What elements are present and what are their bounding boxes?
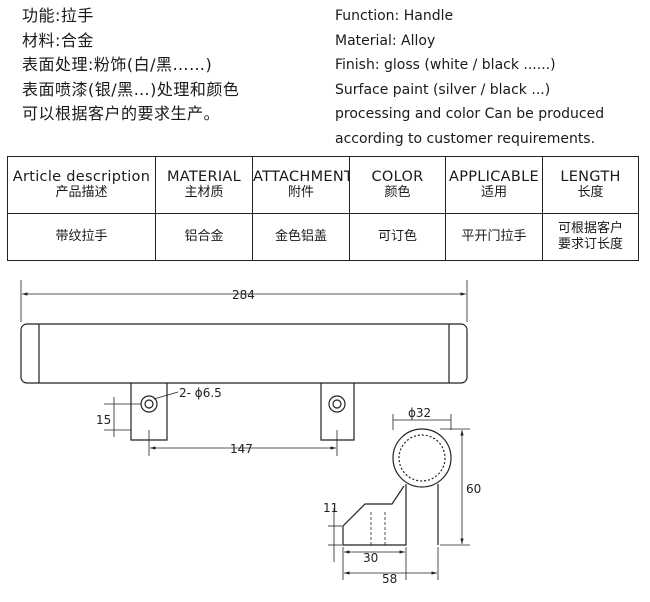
screw-hole-hidden <box>370 512 386 545</box>
custom-line-zh: 可以根据客户的要求生产。 <box>22 104 221 123</box>
spec-text-english: Function: Handle Material: Alloy Finish:… <box>335 4 645 151</box>
header-applicable: APPLICABLE 适用 <box>445 156 543 214</box>
left-hole-inner <box>144 399 154 409</box>
dim-base-thick-label: 11 <box>323 501 338 515</box>
table-row: 带纹拉手 铝合金 金色铝盖 可订色 平开门拉手 可根据客户 要求订长度 <box>7 213 639 261</box>
cell-length-line2: 要求订长度 <box>557 237 623 252</box>
paint-line-en: Surface paint (silver / black ...) <box>335 81 551 98</box>
finish-line-zh: 表面处理:粉饰(白/黑……) <box>22 55 213 74</box>
handle-cross-section-outer <box>392 428 452 488</box>
side-view <box>342 428 452 546</box>
header-material: MATERIAL 主材质 <box>155 156 253 214</box>
handle-cross-section-inner <box>398 434 446 482</box>
processing-line-en: processing and color Can be produced <box>335 106 605 122</box>
handle-bar <box>20 323 468 384</box>
cell-article: 带纹拉手 <box>7 213 156 261</box>
dim-hole-label: 2- ϕ6.5 <box>179 386 222 400</box>
header-attachment: ATTACHMENT 附件 <box>252 156 350 214</box>
left-hole-outer <box>140 395 158 413</box>
dim-foot-label: 30 <box>363 551 378 565</box>
side-bracket <box>342 484 407 546</box>
spec-table: Article description 产品描述 MATERIAL 主材质 AT… <box>7 156 639 261</box>
function-line-en: Function: Handle <box>335 8 454 24</box>
dim-base-width-label: 58 <box>382 572 397 586</box>
right-hole-outer <box>328 395 346 413</box>
front-view <box>20 323 468 441</box>
dim-height-label: 60 <box>466 482 481 496</box>
dim-diameter-label: ϕ32 <box>408 406 431 420</box>
table-header-row: Article description 产品描述 MATERIAL 主材质 AT… <box>7 156 639 214</box>
paint-line-zh: 表面喷漆(银/黑…)处理和颜色 <box>22 79 240 99</box>
spec-text-chinese: 功能:拉手 材料:合金 表面处理:粉饰(白/黑……) 表面喷漆(银/黑…)处理和… <box>22 4 322 127</box>
cell-color: 可订色 <box>349 213 446 261</box>
right-mount-post <box>320 383 355 441</box>
front-dimensions <box>20 280 468 456</box>
dim-offset-label: 15 <box>96 413 111 427</box>
cell-length-line1: 可根据客户 <box>557 221 623 236</box>
dim-spacing-label: 147 <box>230 442 253 456</box>
header-article: Article description 产品描述 <box>7 156 156 214</box>
material-line-en: Material: Alloy <box>335 32 436 49</box>
side-dimensions <box>328 414 470 580</box>
cell-length: 可根据客户 要求订长度 <box>542 213 639 261</box>
cell-material: 铝合金 <box>155 213 253 261</box>
right-hole-inner <box>332 399 342 409</box>
cell-applicable: 平开门拉手 <box>445 213 543 261</box>
header-color: COLOR 颜色 <box>349 156 446 214</box>
dim-length-label: 284 <box>232 288 255 302</box>
header-length: LENGTH 长度 <box>542 156 639 214</box>
finish-line-en: Finish: gloss (white / black ......) <box>335 57 556 73</box>
requirements-line-en: according to customer requirements. <box>335 130 596 147</box>
material-line-zh: 材料:合金 <box>22 30 94 50</box>
function-line-zh: 功能:拉手 <box>22 6 94 25</box>
hole-leader <box>153 391 179 400</box>
